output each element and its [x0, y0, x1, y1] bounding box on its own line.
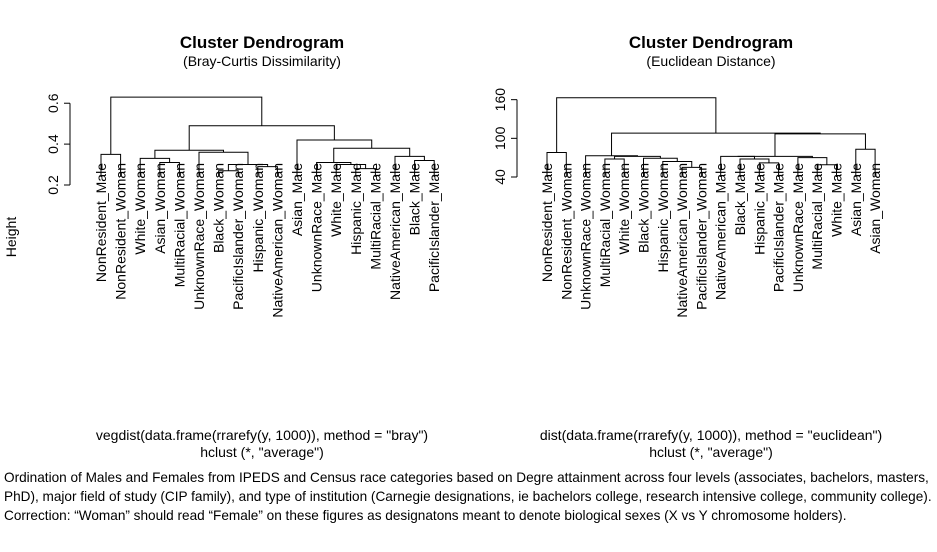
- leaf-label: Hispanic_Woman: [250, 163, 266, 272]
- dendrogram-branch: [188, 125, 335, 151]
- leaf-label: NonResident_Woman: [113, 163, 129, 300]
- leaf-label: Black_Woman: [211, 163, 227, 253]
- y-axis: 40 100 160: [492, 88, 518, 185]
- dendrogram-branch: [816, 164, 837, 177]
- leaf-label: NativeAmerican_Male: [387, 163, 403, 300]
- method-label: dist(data.frame(rrarefy(y, 1000)), metho…: [540, 427, 882, 443]
- leaf-label: NativeAmerican_Woman: [674, 163, 690, 318]
- leaf-label: NonResident_Woman: [558, 163, 574, 300]
- figure: Cluster Dendrogram (Bray-Curtis Dissimil…: [3, 33, 883, 460]
- leaf-label: UnknownRace_Woman: [191, 163, 207, 310]
- leaf-label: UnknownRace_Male: [790, 163, 806, 292]
- leaf-label: MultiRacial_Woman: [597, 163, 613, 287]
- leaf-label: NonResident_Male: [539, 163, 555, 282]
- y-axis: 0.2 0.4 0.6: [45, 93, 71, 195]
- dendrogram-branch: [737, 155, 813, 158]
- leaf-label: UnknownRace_Male: [309, 163, 325, 292]
- leaf-label: White_Woman: [616, 163, 632, 255]
- leaf-label: White_Male: [328, 163, 344, 237]
- dendrogram-branch: [394, 155, 425, 177]
- hclust-label: hclust (*, "average"): [200, 444, 324, 460]
- dendrogram-branch: [604, 158, 625, 177]
- leaf-label: Hispanic_Woman: [655, 163, 671, 272]
- method-label: vegdist(data.frame(rrarefy(y, 1000)), me…: [96, 427, 428, 443]
- dendrogram-branch: [333, 147, 411, 163]
- dendrogram-branch: [414, 159, 435, 177]
- figure-caption: Ordination of Males and Females from IPE…: [4, 470, 932, 523]
- dendrogram-branch: [611, 132, 821, 156]
- dendrogram-euclidean: Cluster Dendrogram (Euclidean Distance) …: [492, 33, 883, 460]
- y-tick-label: 0.4: [45, 134, 61, 154]
- leaf-label: Hispanic_Male: [348, 163, 364, 255]
- leaf-label: PacificIslander_Male: [771, 163, 787, 292]
- dendrogram-bray-curtis: Cluster Dendrogram (Bray-Curtis Dissimil…: [3, 33, 442, 460]
- dendrogram-branch: [556, 97, 717, 153]
- dendrogram-branch: [335, 164, 367, 177]
- dendrogram-branch: [739, 158, 770, 177]
- leaf-label: Asian_Male: [289, 163, 305, 236]
- dendrogram-branch: [227, 164, 269, 171]
- leaf-label: Asian_Woman: [867, 163, 883, 254]
- dendrogram-branch: [218, 170, 239, 177]
- leaf-label: Black_Woman: [636, 163, 652, 253]
- leaf-label: Asian_Woman: [152, 163, 168, 254]
- hclust-label: hclust (*, "average"): [649, 444, 773, 460]
- leaf-label: PacificIslander_Woman: [230, 163, 246, 310]
- leaf-label: PacificIslander_Male: [426, 163, 442, 292]
- leaf-label: White_Woman: [132, 163, 148, 255]
- leaf-label: MultiRacial_Male: [809, 163, 825, 270]
- chart-subtitle: (Euclidean Distance): [646, 53, 775, 69]
- y-tick-label: 0.2: [45, 175, 61, 195]
- dendrogram-tree: [100, 96, 435, 177]
- dendrogram-branch: [198, 151, 249, 177]
- leaf-label: UnknownRace_Woman: [578, 163, 594, 310]
- chart-title: Cluster Dendrogram: [180, 33, 344, 52]
- leaf-label: NonResident_Male: [93, 163, 109, 282]
- leaf-label: Black_Male: [407, 163, 423, 236]
- dendrogram-tree: [546, 97, 876, 177]
- y-tick-label: 0.6: [45, 93, 61, 113]
- dendrogram-branch: [110, 96, 263, 155]
- leaf-label: MultiRacial_Woman: [171, 163, 187, 287]
- dendrogram-branch: [855, 148, 876, 177]
- leaf-label: Hispanic_Male: [751, 163, 767, 255]
- y-tick-label: 160: [492, 88, 508, 112]
- leaf-label: Asian_Male: [848, 163, 864, 236]
- dendrogram-branch: [614, 155, 661, 159]
- leaf-label: MultiRacial_Male: [367, 163, 383, 270]
- y-axis-label: Height: [3, 217, 19, 258]
- leaf-label: NativeAmerican_Woman: [269, 163, 285, 318]
- chart-subtitle: (Bray-Curtis Dissimilarity): [183, 53, 341, 69]
- dendrogram-branch: [797, 157, 828, 177]
- dendrogram-branch: [154, 149, 224, 159]
- y-tick-label: 40: [492, 169, 508, 185]
- y-tick-label: 100: [492, 126, 508, 150]
- leaf-label: Black_Male: [732, 163, 748, 236]
- dendrogram-branch: [774, 133, 866, 157]
- chart-title: Cluster Dendrogram: [629, 33, 793, 52]
- leaf-label: White_Male: [829, 163, 845, 237]
- leaf-label: PacificIslander_Woman: [693, 163, 709, 310]
- leaf-label: NativeAmerican_Male: [713, 163, 729, 300]
